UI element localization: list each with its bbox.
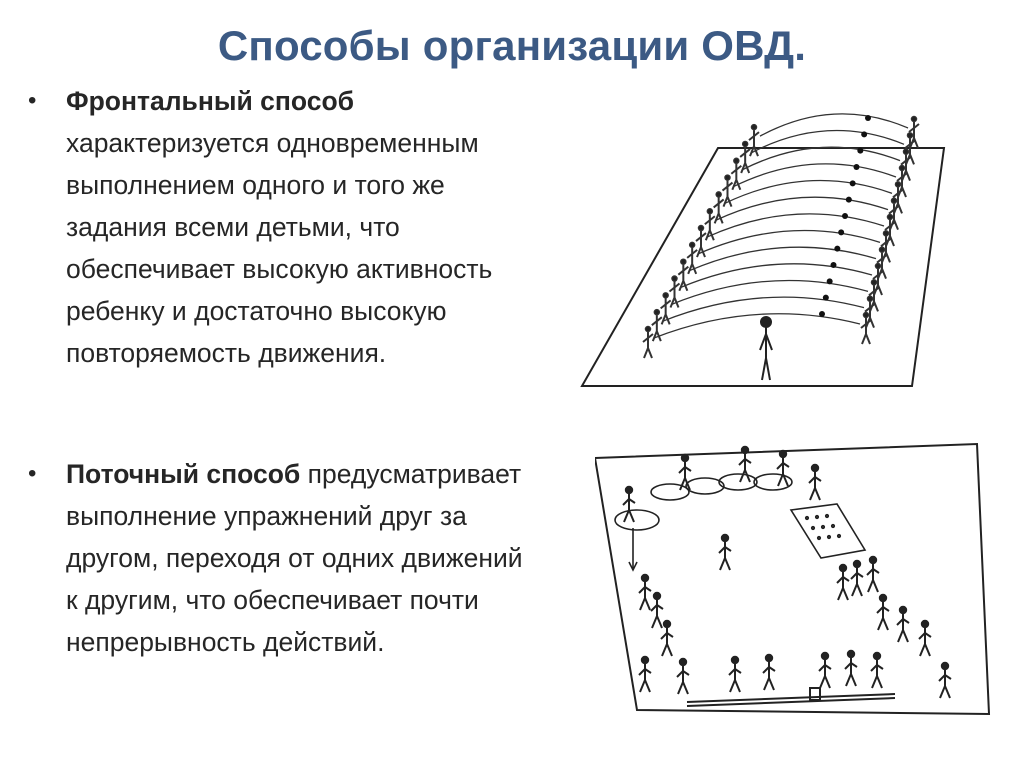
mat xyxy=(791,504,865,558)
stream-line: непрерывность действий. xyxy=(66,627,385,657)
stream-first-line: Поточный способ предусматривает xyxy=(66,453,608,495)
stream-method-illustration xyxy=(595,440,995,720)
bullet-marker: • xyxy=(28,460,37,487)
frontal-paragraph: Фронтальный способ характеризуется однов… xyxy=(66,80,608,374)
frontal-line: характеризуется одновременным xyxy=(66,128,479,158)
teacher-figure xyxy=(760,317,772,380)
frontal-method-illustration xyxy=(578,110,952,392)
frontal-line: ребенку и достаточно высокую xyxy=(66,296,447,326)
slide-title: Способы организации ОВД. xyxy=(217,22,807,69)
stream-line: выполнение упражнений друг за xyxy=(66,501,467,531)
hall-outline xyxy=(595,444,989,714)
balance-beam xyxy=(687,687,895,706)
bullet-frontal: • Фронтальный способ характеризуется одн… xyxy=(28,80,608,374)
frontal-line: обеспечивает высокую активность xyxy=(66,254,493,284)
stream-line: другом, переходя от одних движений xyxy=(66,543,523,573)
stream-paragraph: Поточный способ предусматривает выполнен… xyxy=(66,453,608,663)
frontal-line: задания всеми детьми, что xyxy=(66,212,400,242)
children-rows xyxy=(643,114,919,358)
frontal-line: повторяемость движения. xyxy=(66,338,387,368)
children-figures xyxy=(623,447,951,698)
floor-outline xyxy=(582,148,944,386)
frontal-heading: Фронтальный способ xyxy=(66,86,355,116)
hoops xyxy=(615,474,792,530)
stream-line: к другим, что обеспечивает почти xyxy=(66,585,479,615)
arrow xyxy=(629,528,637,570)
frontal-line: выполнением одного и того же xyxy=(66,170,445,200)
bullet-stream: • Поточный способ предусматривает выполн… xyxy=(28,453,608,663)
bullet-marker: • xyxy=(28,87,37,114)
stream-first-line-rest: предусматривает xyxy=(300,459,522,489)
stream-heading: Поточный способ xyxy=(66,459,301,489)
